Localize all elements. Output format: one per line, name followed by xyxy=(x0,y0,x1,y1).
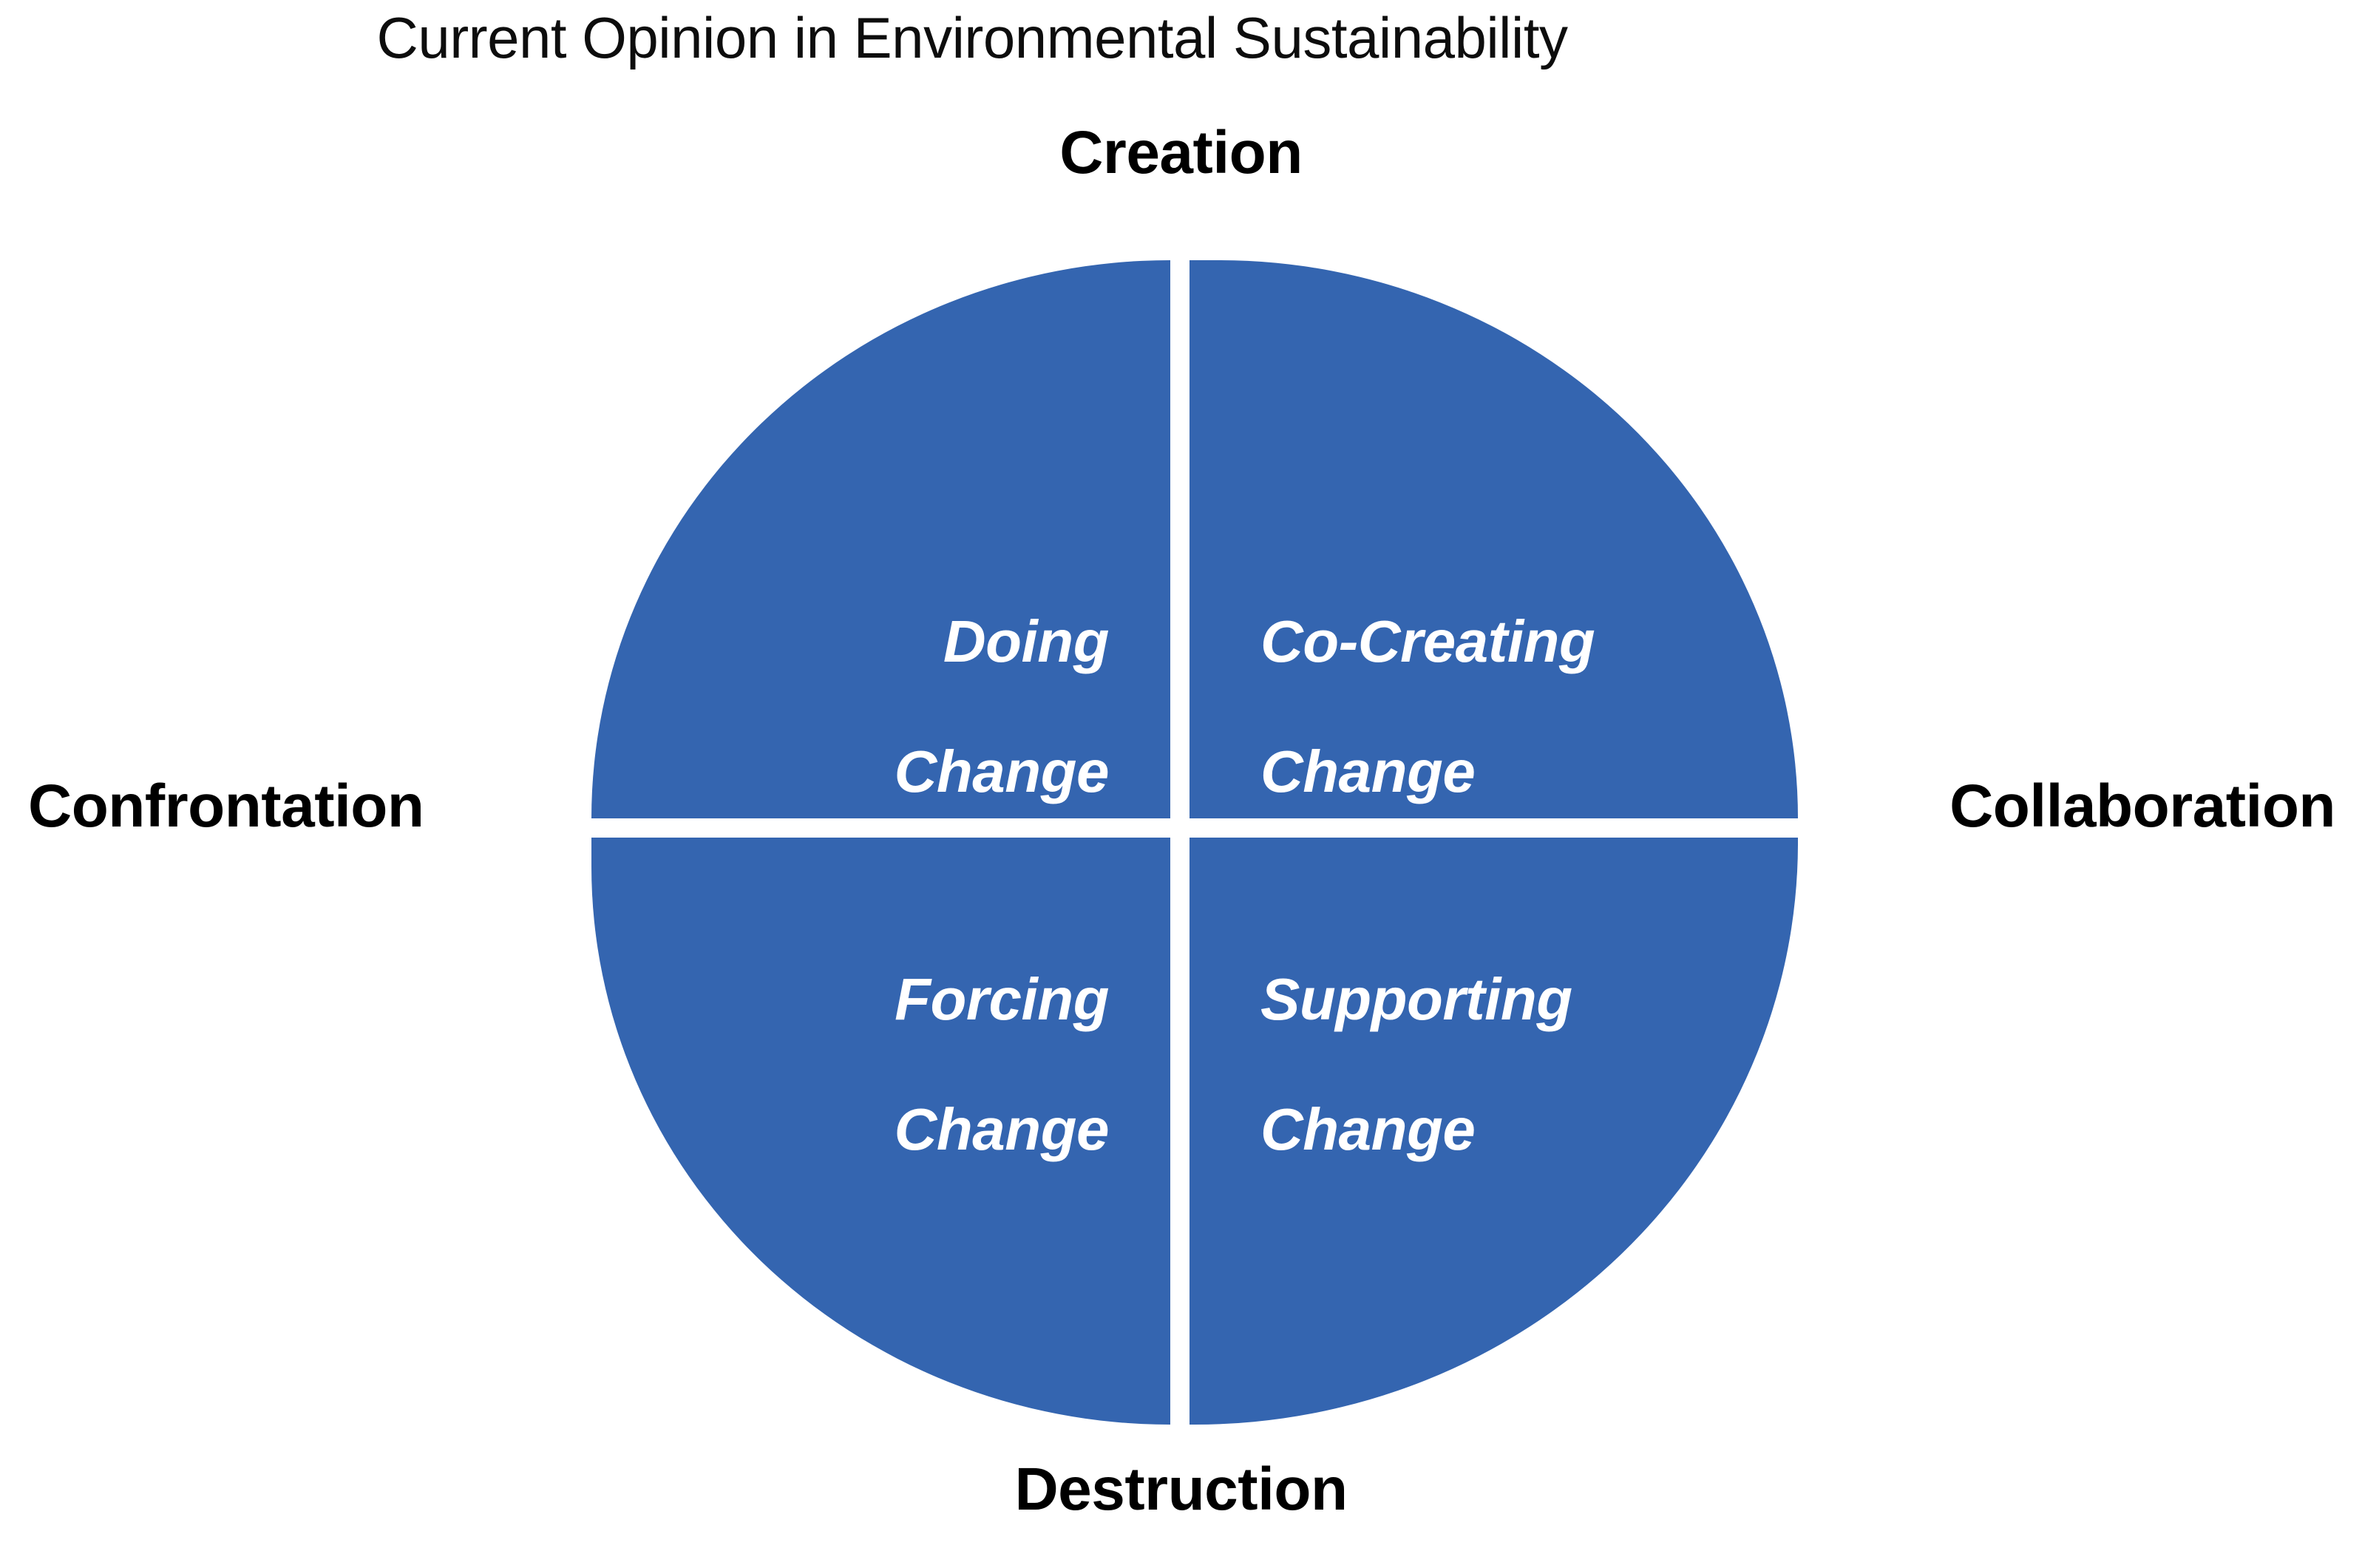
quadrant-label-line-1: Supporting xyxy=(1260,966,1572,1032)
quadrant-circle: Doing Change Co-Creating Change Forcing … xyxy=(591,260,1798,1425)
axis-label-confrontation: Confrontation xyxy=(28,773,424,840)
quadrant-label-line-2: Change xyxy=(1260,739,1476,804)
quadrant-label-line-2: Change xyxy=(894,1096,1110,1162)
quadrant-label-forcing-change: Forcing Change xyxy=(591,902,1110,1162)
journal-title: Current Opinion in Environmental Sustain… xyxy=(376,5,1569,70)
quadrant-label-supporting-change: Supporting Change xyxy=(1260,902,1778,1162)
axis-label-creation: Creation xyxy=(1059,119,1303,186)
quadrant-label-line-2: Change xyxy=(1260,1096,1476,1162)
quadrant-label-line-2: Change xyxy=(894,739,1110,804)
axis-label-collaboration: Collaboration xyxy=(1949,773,2335,840)
quadrant-label-line-1: Doing xyxy=(943,608,1110,674)
quadrant-label-line-1: Forcing xyxy=(895,966,1109,1032)
quadrant-label-line-1: Co-Creating xyxy=(1260,608,1595,674)
quadrant-label-doing-change: Doing Change xyxy=(591,544,1110,804)
axis-label-destruction: Destruction xyxy=(1014,1456,1348,1523)
quadrant-label-co-creating-change: Co-Creating Change xyxy=(1260,544,1778,804)
